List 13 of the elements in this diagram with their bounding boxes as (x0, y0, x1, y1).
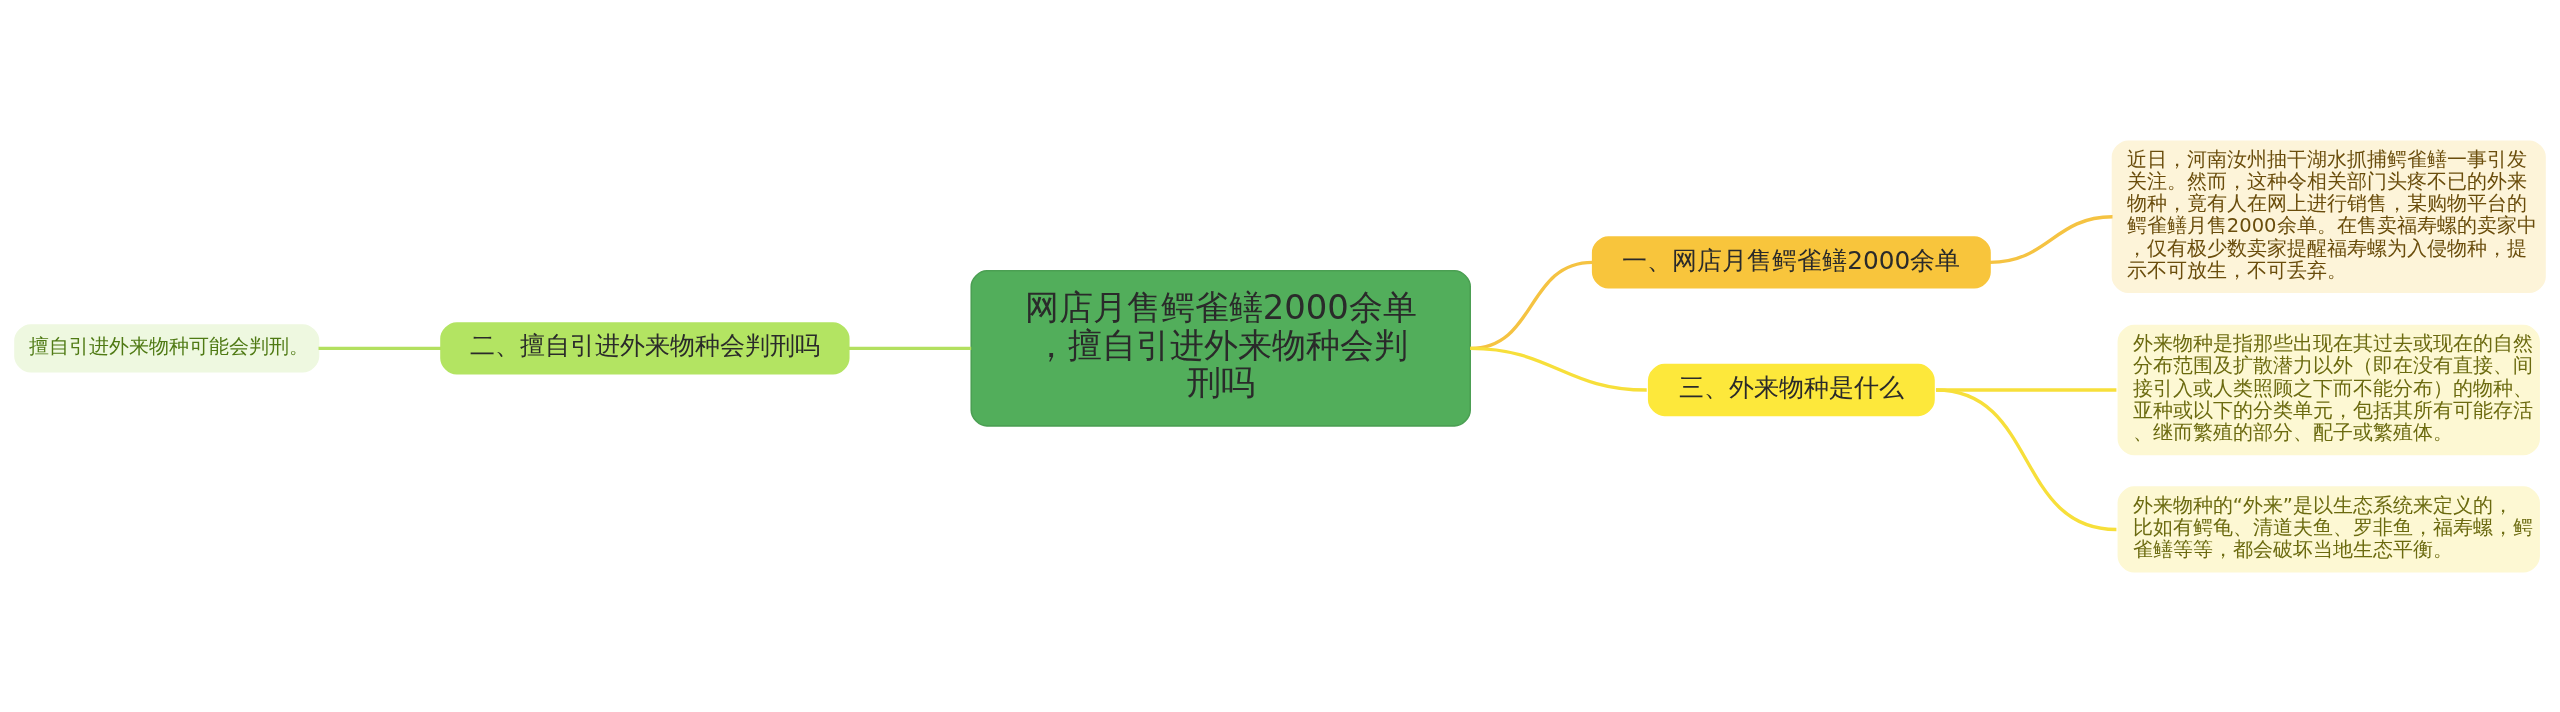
node-box: 二、擅自引进外来物种会判刑吗 (440, 321, 850, 375)
connector (1935, 387, 2117, 531)
node-box: 三、外来物种是什么 (1647, 363, 1935, 416)
node-box: 外来物种是指那些出现在其过去或现在的自然分布范围及扩散潜力以外（即在没有直接、间接引入或人类照顾之下而不能分布）的物种、亚种或以下的分类单元，包括其所有可能存活、继而繁殖的部分、配子或繁殖体。 (2117, 324, 2540, 455)
connector (1989, 214, 2113, 264)
node-box: 外来物种的“外来”是以生态系统来定义的，比如有鳄龟、清道夫鱼、罗非鱼，福寿螺，鳄雀鳝等等，都会破坏当地生态平衡。 (2117, 485, 2540, 573)
connector (318, 346, 441, 350)
node-box: 近日，河南汝州抽干湖水抓捕鳄雀鳝一事引发关注。然而，这种令相关部门头疼不已的外来物种，竟有人在网上进行销售，某购物平台的鳄雀鳝月售2000余单。在售卖福寿螺的卖家中，仅有极少数卖家提醒福寿螺为入侵物种，提示不可放生，不可丢弃。 (2111, 139, 2546, 293)
node-box: 一、网店月售鳄雀鳝2000余单 (1591, 235, 1991, 289)
node-box: 网店月售鳄雀鳝2000余单，擅自引进外来物种会判刑吗 (970, 269, 1471, 427)
connector (848, 346, 972, 350)
connector (1470, 346, 1647, 392)
node-box: 擅自引进外来物种可能会判刑。 (14, 323, 320, 373)
